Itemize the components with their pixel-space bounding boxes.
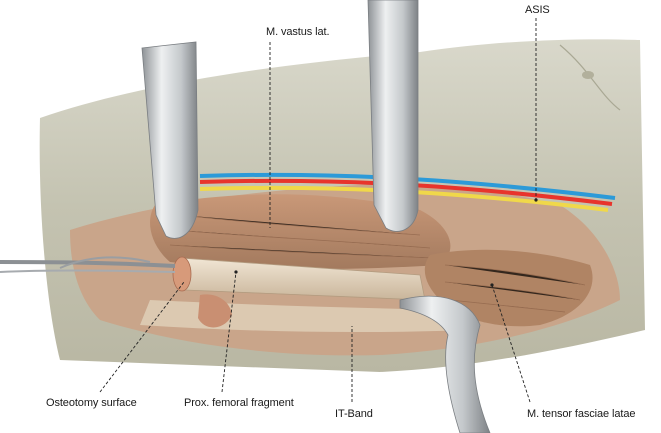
prox-femoral-fragment-label: Prox. femoral fragment <box>184 397 294 409</box>
it-band-label: IT-Band <box>335 408 373 420</box>
osteotomy-surface <box>172 256 192 292</box>
center-retractor <box>367 0 419 232</box>
osteotomy-leader-line <box>99 281 185 393</box>
osteotomy-surface-label: Osteotomy surface <box>46 397 137 409</box>
vastus-lateralis-label: M. vastus lat. <box>266 26 330 38</box>
tensor-fasciae-latae-label: M. tensor fasciae latae <box>527 408 636 420</box>
asis-label: ASIS <box>525 4 550 16</box>
prox-fragment-leader-line <box>221 271 237 393</box>
tensor-leader-line <box>491 284 531 403</box>
lower-retractor <box>399 295 491 433</box>
vastus-lateralis-muscle <box>150 194 451 270</box>
left-retractor <box>141 41 199 239</box>
